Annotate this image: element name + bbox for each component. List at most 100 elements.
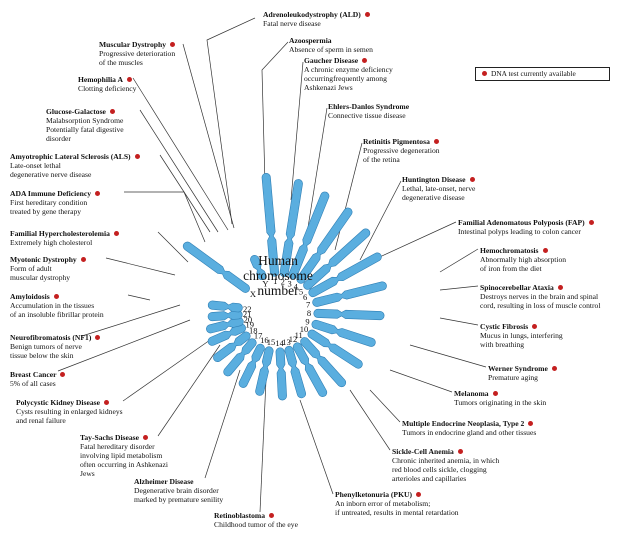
chromosome-number-10: 10 (300, 324, 309, 334)
chromosome-8 (313, 308, 385, 321)
dna-test-marker-icon (362, 58, 368, 63)
dna-test-marker-icon (60, 372, 66, 377)
chromosome-21 (207, 310, 243, 322)
chromosome-22 (207, 300, 243, 313)
disease-title: Hemophilia A (78, 75, 123, 84)
chromosome-16 (238, 343, 265, 388)
disease-title: Multiple Endocrine Neoplasia, Type 2 (402, 419, 525, 428)
leader-line-gaucher (290, 61, 304, 201)
center-label-line-3: number (257, 283, 299, 298)
disease-title: Tay-Sachs Disease (80, 433, 139, 442)
disease-description-line: Lethal, late-onset, nerve (402, 184, 476, 193)
disease-title: Amyloidosis (10, 292, 50, 301)
dna-test-marker-icon (170, 42, 176, 47)
chromosome-17 (223, 338, 257, 377)
chromosome-11 (300, 337, 347, 388)
dna-test-marker-icon (95, 335, 101, 340)
dna-test-marker-icon (416, 492, 421, 497)
chromosome-10 (307, 329, 363, 369)
dna-test-marker-icon (53, 294, 59, 299)
disease-title: Alzheimer Disease (134, 477, 194, 486)
chromosome-y (250, 255, 267, 280)
disease-description-line: Cysts resulting in enlarged kidneys (16, 407, 123, 416)
legend-text: DNA test currently available (491, 69, 576, 78)
chromosome-5 (303, 228, 371, 290)
disease-description-line: Intestinal polyps leading to colon cance… (458, 227, 581, 236)
leader-line-pkd (122, 339, 211, 402)
chromosome-number-16: 16 (260, 335, 269, 345)
disease-label-pku: Phenylketonuria (PKU)An inborn error of … (335, 490, 459, 517)
chromosome-number-19: 19 (245, 320, 254, 330)
chromosome-18 (213, 331, 251, 362)
dna-test-marker-icon (134, 154, 140, 159)
disease-description-line: cord, resulting in loss of muscle contro… (480, 301, 601, 310)
dna-test-marker-icon (80, 257, 86, 262)
leader-line-huntington (359, 180, 402, 261)
disease-description-line: 5% of all cases (10, 379, 56, 388)
disease-description-line: Progressive degeneration (363, 146, 440, 155)
leader-line-sickle-cell (349, 389, 391, 451)
leader-lines (57, 17, 487, 513)
leader-line-azoospermia (261, 41, 289, 223)
disease-description-line: involving lipid metabolism (80, 451, 163, 460)
dna-test-marker-icon (364, 12, 370, 17)
chromosome-19 (207, 323, 246, 346)
dna-test-marker-icon (528, 421, 534, 426)
disease-label-ald: Adrenoleukodystrophy (ALD)Fatal nerve di… (263, 10, 370, 28)
dna-test-marker-icon (103, 400, 109, 405)
chromosome-number-20: 20 (244, 315, 253, 325)
disease-description-line: Ashkenazi Jews (304, 83, 353, 92)
chromosome-9 (311, 319, 376, 347)
dna-test-marker-icon (551, 366, 557, 371)
chromosome-4 (296, 207, 353, 284)
dna-test-marker-icon (143, 435, 148, 440)
disease-title: Werner Syndrome (488, 364, 548, 373)
legend-marker-icon (482, 71, 487, 76)
leader-line-melanoma (389, 369, 453, 393)
disease-description-line: of iron from the diet (480, 264, 542, 273)
dna-test-marker-icon (588, 220, 594, 225)
chromosome-number-14: 14 (275, 338, 284, 348)
disease-description-line: of an insoluble fibrillar protein (10, 310, 104, 319)
chromosome-12 (292, 342, 328, 397)
leader-line-hypercholesterolemia (157, 231, 189, 263)
disease-title: Spinocerebellar Ataxia (480, 283, 554, 292)
disease-description-line: Form of adult (10, 264, 52, 273)
dna-test-marker-icon (542, 248, 548, 253)
chromosome-3 (288, 191, 330, 280)
center-label-line-1: Human (258, 253, 298, 268)
chromosome-number-x: X (250, 289, 256, 299)
chromosome-x (182, 241, 250, 293)
chromosome-number-2: 2 (281, 276, 285, 286)
center-label: Human chromosome number (228, 253, 328, 298)
disease-title: Polycystic Kidney Disease (16, 398, 100, 407)
chromosome-number-3: 3 (287, 278, 291, 288)
disease-title: Amyotrophic Lateral Sclerosis (ALS) (10, 152, 131, 161)
disease-title: Melanoma (454, 389, 489, 398)
leader-line-men2 (369, 389, 401, 423)
dna-test-marker-icon (457, 449, 463, 454)
disease-description-line: Progressive deterioration (99, 49, 176, 58)
chromosome-1 (261, 173, 280, 277)
chromosome-20 (206, 317, 244, 334)
disease-description-line: Chronic inherited anemia, in which (392, 456, 500, 465)
disease-title: Neurofibromatosis (NF1) (10, 333, 92, 342)
disease-title: Retinoblastoma (214, 511, 266, 520)
disease-description-line: degenerative disease (402, 193, 465, 202)
disease-title: Glucose-Galactose (46, 107, 106, 116)
disease-description-line: treated by gene therapy (10, 207, 82, 216)
chromosome-number-6: 6 (303, 292, 307, 302)
disease-title: Hemochromatosis (480, 246, 539, 255)
